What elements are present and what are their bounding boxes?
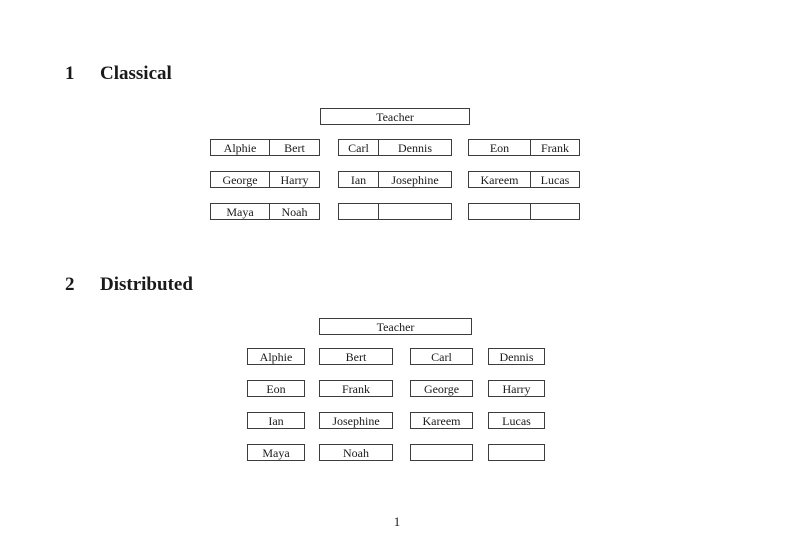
desk-cell: Maya	[226, 204, 254, 219]
desk-cell: Eon	[489, 140, 510, 155]
desk	[410, 444, 473, 461]
desk-cell	[489, 445, 544, 460]
desk-cell	[339, 204, 378, 219]
desk-cell: Eon	[266, 381, 286, 396]
desk-cell: Noah	[269, 204, 319, 219]
desk: Maya	[247, 444, 305, 461]
desk-cell	[411, 445, 472, 460]
desk-cell	[469, 204, 530, 219]
desk-cell	[378, 204, 451, 219]
desk-cell: Noah	[343, 445, 369, 460]
desk-cell: Lucas	[502, 413, 531, 428]
desk-cell: George	[222, 172, 258, 187]
desk: Carl Dennis	[338, 139, 452, 156]
section-number: 1	[65, 63, 75, 84]
desk: Ian Josephine	[338, 171, 452, 188]
desk-cell: Kareem	[422, 413, 461, 428]
desk: Frank	[319, 380, 393, 397]
desk: Alphie	[247, 348, 305, 365]
desk-cell: George	[423, 381, 460, 396]
section-heading-distributed: 2 Distributed	[65, 274, 193, 296]
desk: Eon Frank	[468, 139, 580, 156]
desk-cell: Frank	[342, 381, 370, 396]
desk-cell: Ian	[350, 172, 367, 187]
desk-cell: Alphie	[259, 349, 293, 364]
section-number: 2	[65, 274, 75, 295]
section-title: Distributed	[100, 274, 193, 295]
desk-cell: Dennis	[378, 140, 451, 155]
desk-cell: Dennis	[499, 349, 534, 364]
desk	[488, 444, 545, 461]
desk: Bert	[319, 348, 393, 365]
desk: Eon	[247, 380, 305, 397]
page-number: 1	[393, 514, 401, 529]
desk-cell: Ian	[268, 413, 284, 428]
desk: George	[410, 380, 473, 397]
desk: Noah	[319, 444, 393, 461]
desk-cell: Josephine	[332, 413, 380, 428]
desk: Maya Noah	[210, 203, 320, 220]
teacher-box: Teacher	[320, 108, 470, 125]
desk: Lucas	[488, 412, 545, 429]
teacher-box: Teacher	[319, 318, 472, 335]
desk: Harry	[488, 380, 545, 397]
desk-cell: Frank	[530, 140, 579, 155]
desk: Kareem	[410, 412, 473, 429]
desk-cell: Kareem	[480, 172, 519, 187]
desk-cell: Alphie	[223, 140, 257, 155]
desk-cell: Harry	[269, 172, 319, 187]
desk: Ian	[247, 412, 305, 429]
desk-cell: Josephine	[378, 172, 451, 187]
section-title: Classical	[100, 63, 172, 84]
desk: Josephine	[319, 412, 393, 429]
desk: Kareem Lucas	[468, 171, 580, 188]
desk: Dennis	[488, 348, 545, 365]
desk	[468, 203, 580, 220]
desk-cell	[530, 204, 579, 219]
desk: Carl	[410, 348, 473, 365]
desk	[338, 203, 452, 220]
desk-cell: Bert	[345, 349, 367, 364]
desk-cell: Harry	[502, 381, 531, 396]
desk-cell: Maya	[262, 445, 290, 460]
desk: Alphie Bert	[210, 139, 320, 156]
desk: George Harry	[210, 171, 320, 188]
desk-cell: Carl	[348, 140, 369, 155]
desk-cell: Carl	[431, 349, 452, 364]
desk-cell: Lucas	[530, 172, 579, 187]
section-heading-classical: 1 Classical	[65, 63, 172, 85]
desk-cell: Bert	[269, 140, 319, 155]
